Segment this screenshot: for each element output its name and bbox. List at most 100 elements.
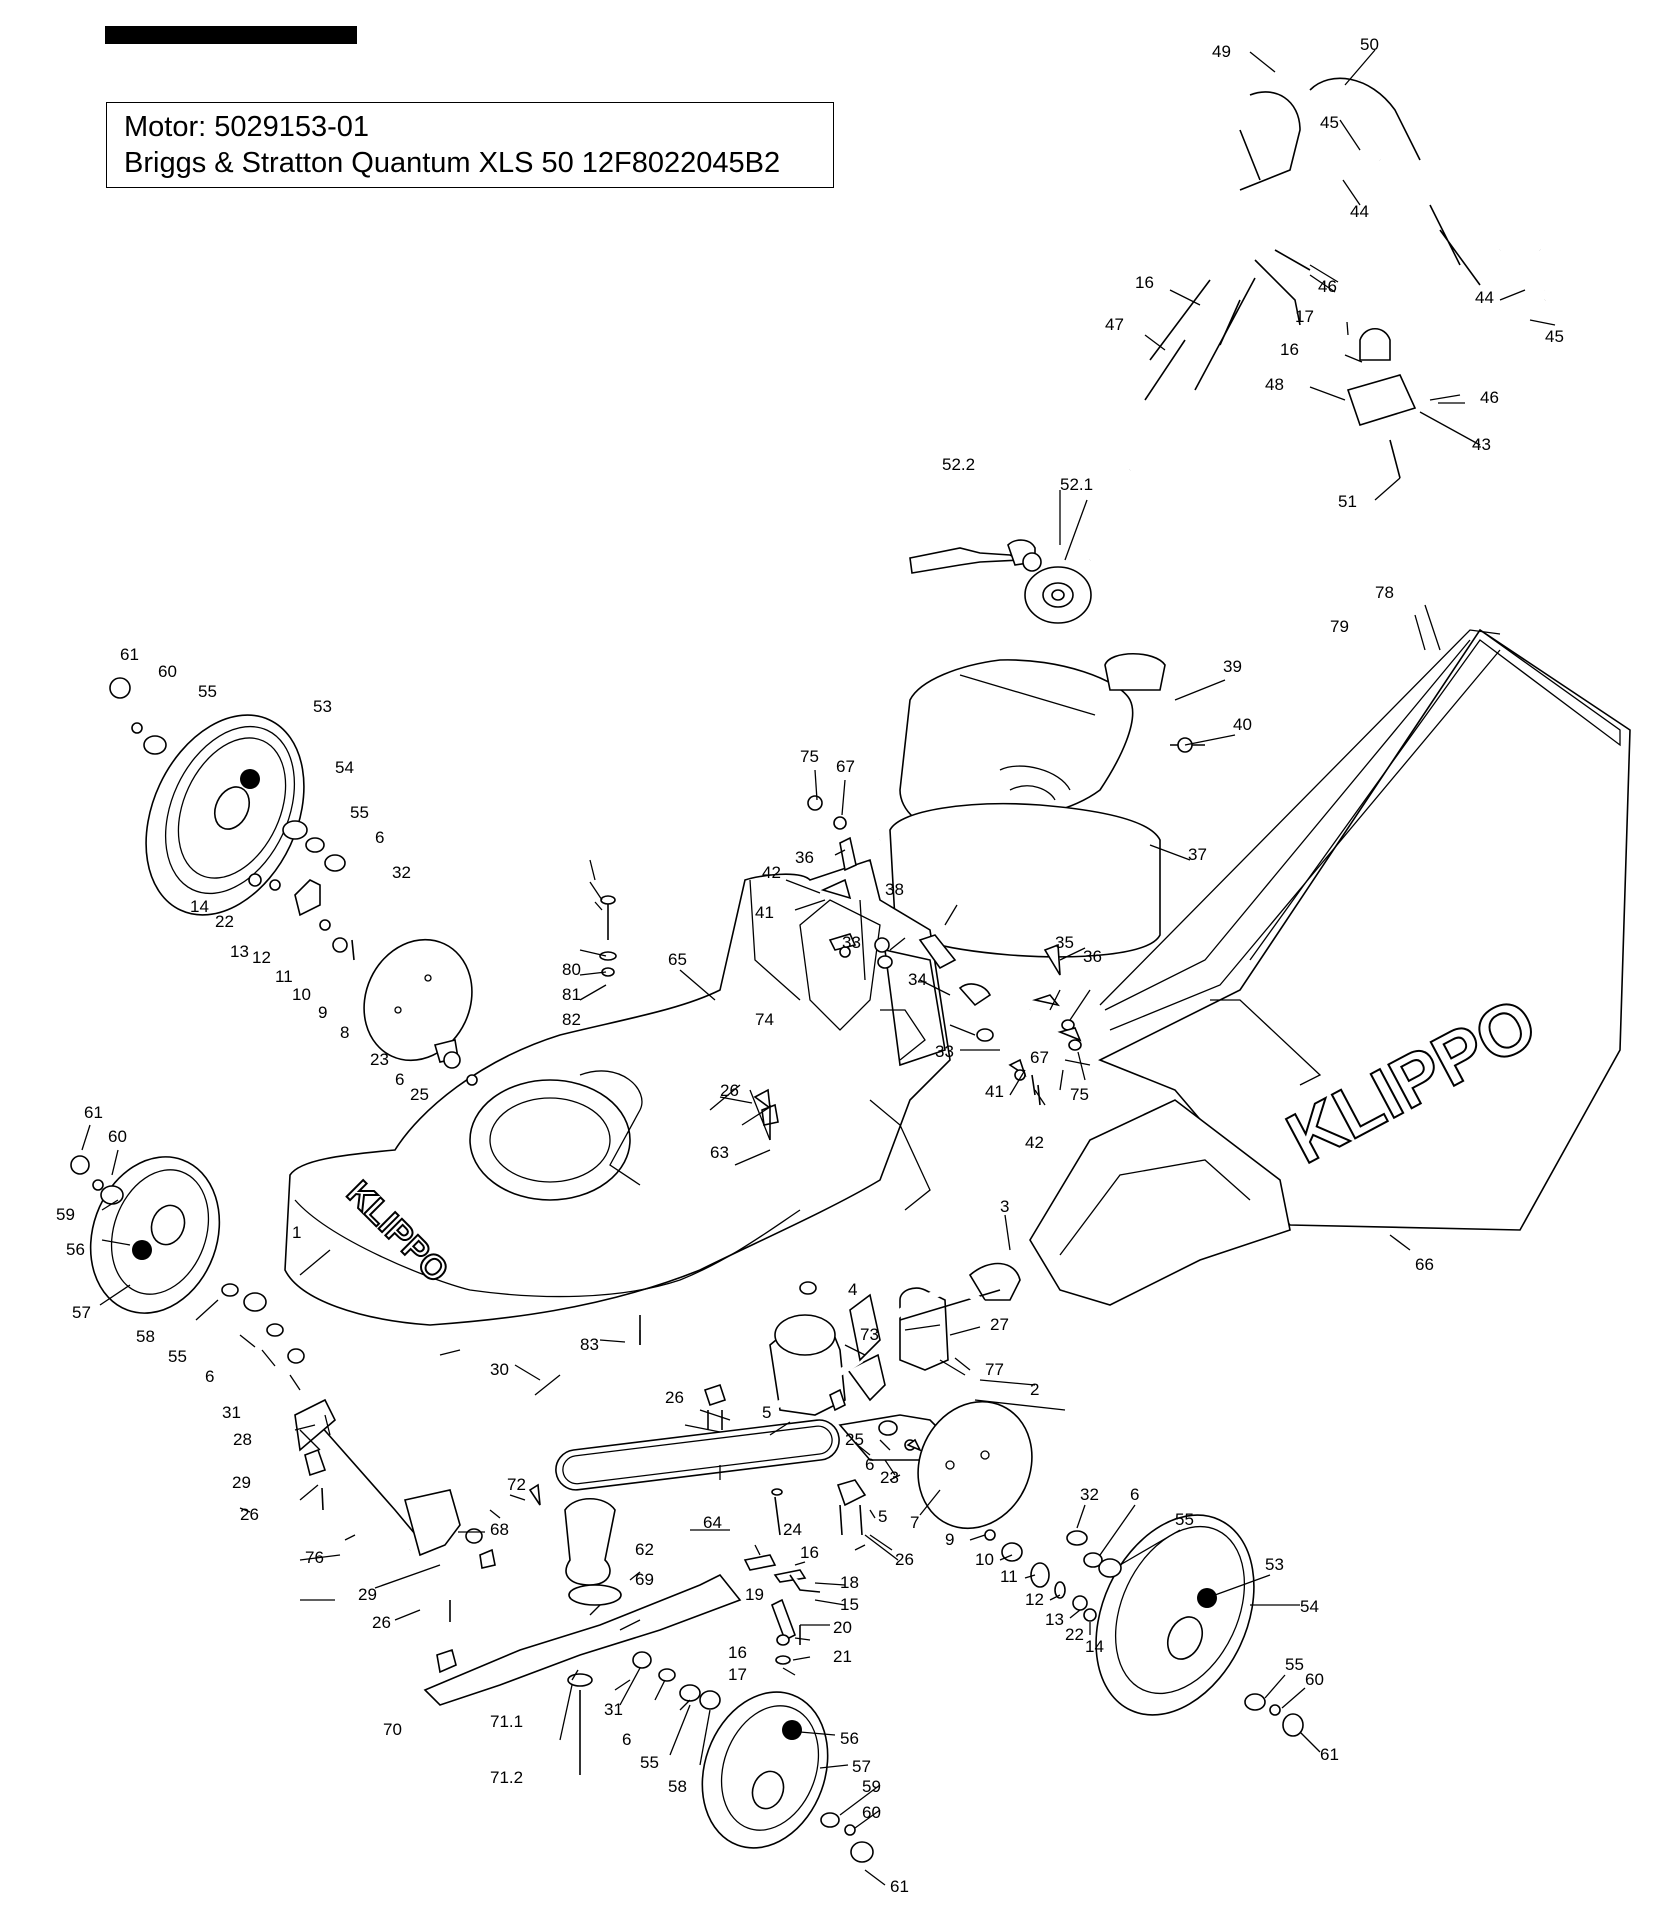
callout-52-2: 52.2 (942, 455, 975, 474)
callout-23-a: 23 (880, 1468, 899, 1487)
callout-68: 68 (490, 1520, 509, 1539)
callout-26-b: 26 (240, 1505, 259, 1524)
rear-axle-covers (363, 938, 1033, 1530)
front-right-wheel (701, 1691, 829, 1849)
callout-labels: 49 50 45 44 16 46 44 45 47 17 16 48 46 4… (56, 35, 1564, 1896)
callout-47: 47 (1105, 315, 1124, 334)
callout-55-b: 55 (640, 1753, 659, 1772)
callout-55-a: 55 (168, 1347, 187, 1366)
callout-16-b: 16 (1280, 340, 1299, 359)
callout-17-b: 17 (728, 1665, 747, 1684)
callout-18: 18 (840, 1573, 859, 1592)
callout-27: 27 (990, 1315, 1009, 1334)
callout-57-b: 57 (852, 1757, 871, 1776)
callout-79: 79 (1330, 617, 1349, 636)
callout-51: 51 (1338, 492, 1357, 511)
callout-80: 80 (562, 960, 581, 979)
callout-49: 49 (1212, 42, 1231, 61)
callout-3: 3 (1000, 1197, 1009, 1216)
callout-11-a: 11 (1000, 1567, 1018, 1586)
callout-83: 83 (580, 1335, 599, 1354)
callout-26-e: 26 (665, 1388, 684, 1407)
callout-6-d: 6 (1130, 1485, 1139, 1504)
callout-59-a: 59 (56, 1205, 75, 1224)
callout-32-a: 32 (392, 863, 411, 882)
callout-62: 62 (635, 1540, 654, 1559)
callout-42-b: 42 (1025, 1133, 1044, 1152)
callout-56-a: 56 (66, 1240, 85, 1259)
callout-13-b: 13 (230, 942, 249, 961)
callout-13-a: 13 (1045, 1610, 1064, 1629)
callout-14-b: 14 (190, 897, 209, 916)
drive-axle-rod (294, 1288, 994, 1557)
upper-handle (1087, 69, 1560, 565)
callout-25-b: 25 (410, 1085, 429, 1104)
callout-60-d: 60 (158, 662, 177, 681)
callout-10-a: 10 (975, 1550, 994, 1569)
callout-67-b: 67 (1030, 1048, 1049, 1067)
callout-39: 39 (1223, 657, 1242, 676)
callout-36-b: 36 (1083, 947, 1102, 966)
callout-75-a: 75 (800, 747, 819, 766)
motor-info-box: Motor: 5029153-01 Briggs & Stratton Quan… (106, 102, 834, 188)
callout-31-a: 31 (222, 1403, 241, 1422)
callout-8: 8 (340, 1023, 349, 1042)
blade-assembly (423, 1498, 742, 1775)
callout-42-a: 42 (762, 863, 781, 882)
callout-71-1: 71.1 (490, 1712, 523, 1731)
callout-30: 30 (490, 1360, 509, 1379)
callout-26-a: 26 (720, 1081, 739, 1100)
callout-6-f: 6 (395, 1070, 404, 1089)
callout-53-a: 53 (313, 697, 332, 716)
callout-25-a: 25 (845, 1430, 864, 1449)
callout-58-b: 58 (668, 1777, 687, 1796)
callout-7: 7 (910, 1513, 919, 1532)
callout-70: 70 (383, 1720, 402, 1739)
callout-6-a: 6 (205, 1367, 214, 1386)
callout-4: 4 (848, 1280, 857, 1299)
callout-5-b: 5 (878, 1507, 887, 1526)
callout-37: 37 (1188, 845, 1207, 864)
callout-38: 38 (885, 880, 904, 899)
callout-78: 78 (1375, 583, 1394, 602)
callout-24: 24 (783, 1520, 802, 1539)
callout-61-c: 61 (1320, 1745, 1339, 1764)
callout-36-a: 36 (795, 848, 814, 867)
callout-73: 73 (860, 1325, 879, 1344)
callout-12-a: 12 (1025, 1590, 1044, 1609)
small-hardware (70, 677, 1304, 1863)
callout-34: 34 (908, 970, 927, 989)
callout-53-b: 53 (1265, 1555, 1284, 1574)
callout-61-a: 61 (84, 1103, 103, 1122)
drive-gearbox (769, 1262, 1021, 1416)
callout-1: 1 (292, 1223, 301, 1242)
grass-catcher: KLIPPO (1029, 628, 1631, 1306)
callout-63: 63 (710, 1143, 729, 1162)
callout-33-b: 33 (935, 1042, 954, 1061)
callout-46-b: 46 (1480, 388, 1499, 407)
callout-9-b: 9 (318, 1003, 327, 1022)
drive-belt (555, 1419, 840, 1491)
redacted-title-bar (105, 26, 357, 44)
callout-26-c: 26 (372, 1613, 391, 1632)
callout-15: 15 (840, 1595, 859, 1614)
callout-56-b: 56 (840, 1729, 859, 1748)
callout-16-a: 16 (1135, 273, 1154, 292)
callout-67-a: 67 (836, 757, 855, 776)
callout-46-a: 46 (1318, 277, 1337, 296)
engine-model: Briggs & Stratton Quantum XLS 50 12F8022… (124, 147, 781, 179)
callout-10-b: 10 (292, 985, 311, 1004)
callout-26-d: 26 (895, 1550, 914, 1569)
callout-55-f: 55 (350, 803, 369, 822)
callout-6-b: 6 (622, 1730, 631, 1749)
lower-handle-frame (855, 644, 1205, 1011)
callout-82: 82 (562, 1010, 581, 1029)
callout-29-b: 29 (358, 1585, 377, 1604)
callout-21: 21 (833, 1647, 852, 1666)
callout-33-a: 33 (842, 933, 861, 952)
callout-77: 77 (985, 1360, 1004, 1379)
callout-14-a: 14 (1085, 1637, 1104, 1656)
callout-44-b: 44 (1475, 288, 1494, 307)
callout-32-b: 32 (1080, 1485, 1099, 1504)
callout-74: 74 (755, 1010, 774, 1029)
